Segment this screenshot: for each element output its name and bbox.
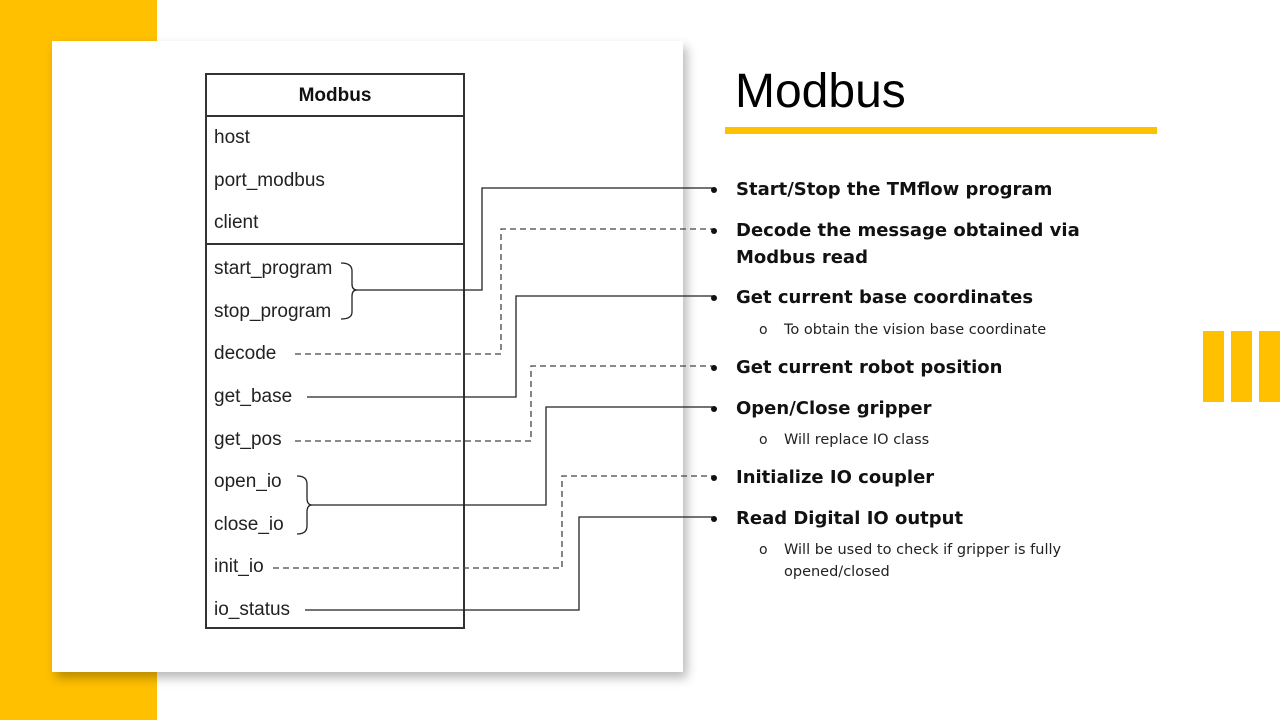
uml-class-box: Modbus xyxy=(205,73,465,629)
uml-attributes-section xyxy=(207,117,463,245)
bullet-init-io: Initialize IO coupler xyxy=(710,464,934,491)
uml-attribute-port-modbus: port_modbus xyxy=(214,170,325,191)
connector-open-close xyxy=(312,406,715,506)
connector-io-status xyxy=(305,516,715,611)
uml-method-close-io: close_io xyxy=(214,514,284,535)
connector-decode xyxy=(295,228,715,355)
connector-start-stop xyxy=(357,187,715,291)
sub-bullet-get-base: To obtain the vision base coordinate xyxy=(784,322,1047,338)
uml-attribute-client: client xyxy=(214,212,259,233)
sub-bullet-marker: o xyxy=(759,432,768,448)
bullet-get-pos: Get current robot position xyxy=(710,354,1002,381)
bullet-decode: Decode the message obtained via Modbus r… xyxy=(711,217,1156,271)
uml-class-name: Modbus xyxy=(207,75,463,117)
uml-method-stop-program: stop_program xyxy=(214,301,332,322)
sub-bullet-io-status: Will be used to check if gripper is full… xyxy=(784,542,1062,580)
uml-method-decode: decode xyxy=(214,343,277,364)
connector-init-io xyxy=(273,475,715,569)
decor-bar-3 xyxy=(1259,331,1280,402)
uml-attribute-host: host xyxy=(214,127,250,148)
bullet-get-base: Get current base coordinates xyxy=(710,284,1033,311)
bullet-open-close: Open/Close gripper xyxy=(711,395,932,422)
connector-get-base xyxy=(307,295,715,398)
brace-start-stop xyxy=(340,262,358,320)
bullet-start-stop: Start/Stop the TMflow program xyxy=(710,176,1052,203)
brace-open-close xyxy=(296,475,313,535)
uml-method-start-program: start_program xyxy=(214,258,333,279)
title-underline xyxy=(725,127,1157,134)
bullet-io-status: Read Digital IO output xyxy=(710,505,963,532)
uml-method-io-status: io_status xyxy=(214,599,291,620)
decor-bar-1 xyxy=(1203,331,1224,402)
sub-bullet-open-close: Will replace IO class xyxy=(784,432,930,448)
connector-get-pos xyxy=(295,365,715,442)
uml-method-get-pos: get_pos xyxy=(214,429,282,450)
sub-bullet-marker: o xyxy=(759,322,768,338)
uml-method-open-io: open_io xyxy=(214,471,282,492)
decor-bar-2 xyxy=(1231,331,1252,402)
slide-title: Modbus xyxy=(735,65,906,118)
uml-method-get-base: get_base xyxy=(214,386,293,407)
uml-method-init-io: init_io xyxy=(214,556,264,577)
sub-bullet-marker: o xyxy=(759,542,768,558)
